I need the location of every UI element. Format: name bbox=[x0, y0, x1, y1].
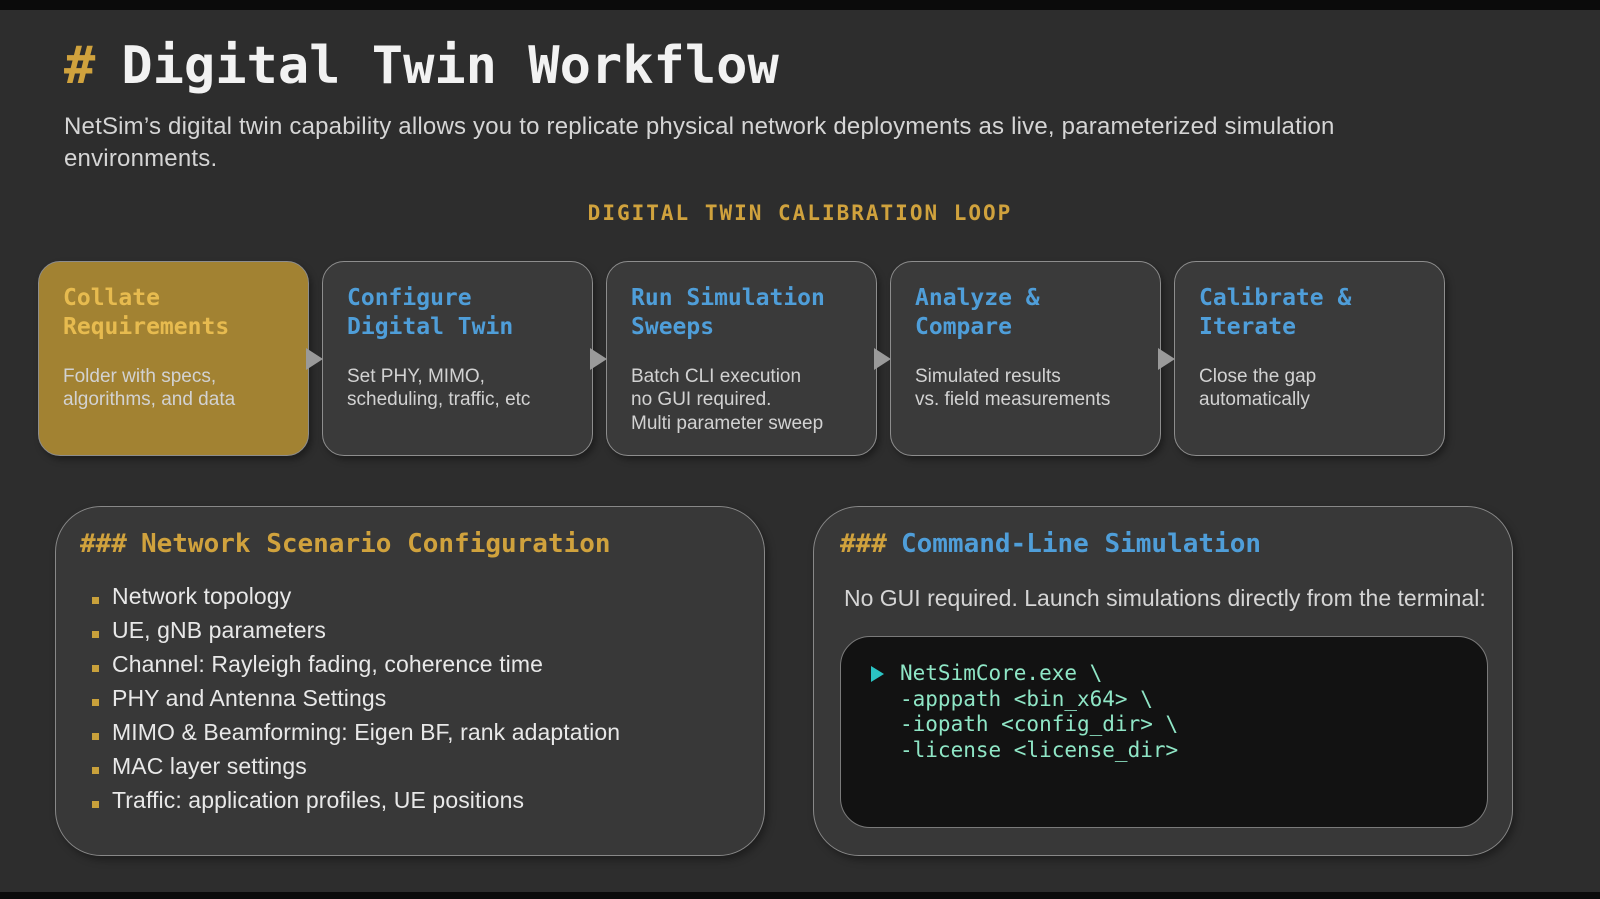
list-item: PHY and Antenna Settings bbox=[92, 685, 734, 719]
heading-text: Command-Line Simulation bbox=[900, 529, 1261, 559]
step-title: Calibrate & Iterate bbox=[1199, 285, 1352, 341]
heading-hashes: ### bbox=[840, 529, 887, 559]
play-icon bbox=[871, 665, 884, 682]
step-description: Batch CLI execution no GUI required. Mul… bbox=[631, 365, 824, 434]
arrow-right-icon bbox=[306, 347, 323, 370]
step-description: Close the gap automatically bbox=[1199, 365, 1317, 411]
list-item: MAC layer settings bbox=[92, 753, 734, 787]
step-configure-digital-twin: Configure Digital Twin Set PHY, MIMO, sc… bbox=[322, 261, 593, 456]
step-description: Simulated results vs. field measurements bbox=[915, 365, 1111, 411]
step-title: Run Simulation Sweeps bbox=[631, 285, 825, 341]
arrow-right-icon bbox=[1158, 347, 1175, 370]
command-line-intro: No GUI required. Launch simulations dire… bbox=[844, 585, 1486, 611]
bullet-square-icon bbox=[92, 665, 99, 672]
step-description: Set PHY, MIMO, scheduling, traffic, etc bbox=[347, 365, 531, 411]
network-scenario-panel: ### Network Scenario Configuration Networ… bbox=[55, 506, 765, 856]
step-description: Folder with specs, algorithms, and data bbox=[63, 365, 236, 411]
bullet-square-icon bbox=[92, 767, 99, 774]
workflow-steps-row: Collate Requirements Folder with specs, … bbox=[0, 261, 1600, 456]
code-line: -iopath <config_dir> \ bbox=[900, 712, 1179, 736]
code-line: NetSimCore.exe \ bbox=[871, 661, 1457, 687]
bullet-square-icon bbox=[92, 631, 99, 638]
arrow-right-icon bbox=[874, 347, 891, 370]
heading-text: Network Scenario Configuration bbox=[140, 529, 611, 559]
list-item: MIMO & Beamforming: Eigen BF, rank adapt… bbox=[92, 719, 734, 753]
page-title: # Digital Twin Workflow bbox=[0, 0, 1600, 95]
command-line-panel: ### Command-Line Simulation No GUI requir… bbox=[813, 506, 1513, 856]
step-title: Analyze & Compare bbox=[915, 285, 1040, 341]
bullet-square-icon bbox=[92, 801, 99, 808]
bullet-square-icon bbox=[92, 597, 99, 604]
bullet-square-icon bbox=[92, 699, 99, 706]
list-item: Traffic: application profiles, UE positi… bbox=[92, 787, 734, 821]
page-title-text: Digital Twin Workflow bbox=[121, 36, 779, 96]
terminal-code-block: NetSimCore.exe \ -apppath <bin_x64> \ -i… bbox=[840, 636, 1488, 828]
list-item: Channel: Rayleigh fading, coherence time bbox=[92, 651, 734, 685]
page-subtitle: NetSim’s digital twin capability allows … bbox=[64, 113, 1335, 173]
command-line-heading: ### Command-Line Simulation bbox=[840, 529, 1486, 559]
step-title: Configure Digital Twin bbox=[347, 285, 514, 341]
scenario-bullet-list: Network topology UE, gNB parameters Chan… bbox=[80, 583, 734, 821]
top-edge-bar bbox=[0, 0, 1600, 10]
step-calibrate-iterate: Calibrate & Iterate Close the gap automa… bbox=[1174, 261, 1445, 456]
step-collate-requirements: Collate Requirements Folder with specs, … bbox=[38, 261, 309, 456]
step-title: Collate Requirements bbox=[63, 285, 230, 341]
bottom-edge-bar bbox=[0, 892, 1600, 899]
arrow-right-icon bbox=[590, 347, 607, 370]
calibration-loop-heading: DIGITAL TWIN CALIBRATION LOOP bbox=[587, 201, 1013, 225]
code-line: -license <license_dir> bbox=[900, 737, 1179, 762]
code-line: -apppath <bin_x64> \ bbox=[900, 686, 1153, 711]
code-text: NetSimCore.exe \ bbox=[900, 661, 1103, 685]
network-scenario-heading: ### Network Scenario Configuration bbox=[80, 529, 734, 559]
list-item: Network topology bbox=[92, 583, 734, 617]
step-analyze-compare: Analyze & Compare Simulated results vs. … bbox=[890, 261, 1161, 456]
step-run-simulation-sweeps: Run Simulation Sweeps Batch CLI executio… bbox=[606, 261, 877, 456]
lower-panels: ### Network Scenario Configuration Networ… bbox=[55, 506, 1545, 856]
heading-hashes: ### bbox=[80, 529, 127, 559]
list-item: UE, gNB parameters bbox=[92, 617, 734, 651]
bullet-square-icon bbox=[92, 733, 99, 740]
title-hash-mark: # bbox=[64, 36, 96, 96]
